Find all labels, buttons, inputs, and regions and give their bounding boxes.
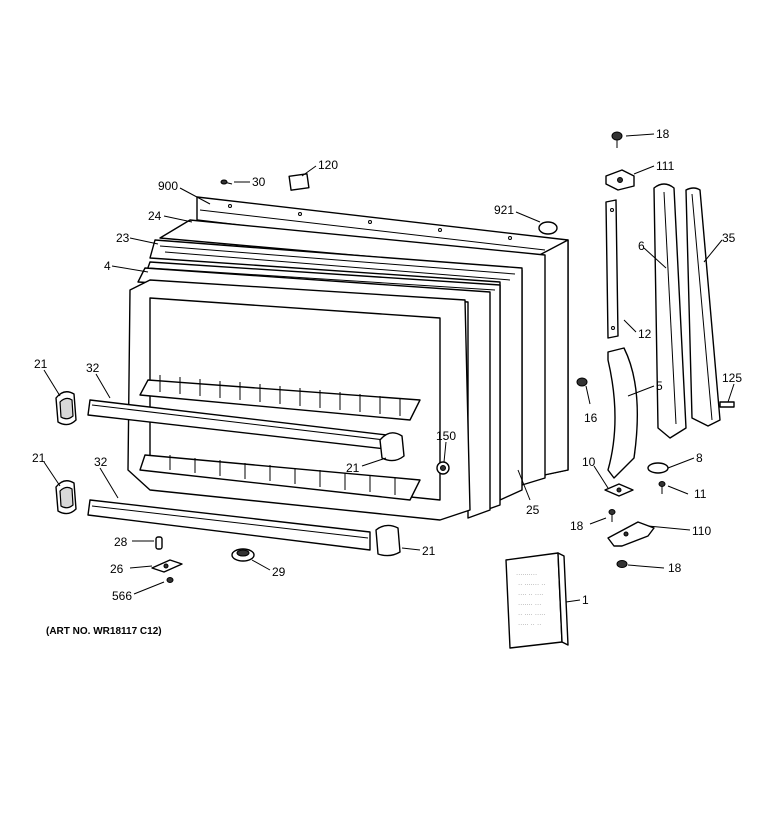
svg-text:.. ....... ..: .. ....... .. xyxy=(518,582,545,586)
screw-30 xyxy=(220,179,233,185)
screw-18-top xyxy=(611,131,623,148)
label-11: 11 xyxy=(694,487,707,501)
label-18-bottom: 18 xyxy=(668,561,682,575)
label-150: 150 xyxy=(436,429,456,443)
svg-text:..........: .......... xyxy=(516,572,537,576)
label-1: 1 xyxy=(582,593,589,607)
label-8: 8 xyxy=(696,451,703,465)
label-110: 110 xyxy=(692,524,711,538)
breaker-strip-4 xyxy=(137,267,491,519)
pin-125 xyxy=(719,401,735,408)
svg-text:....... ...: ....... ... xyxy=(518,602,541,606)
label-4: 4 xyxy=(104,259,111,273)
art-number: (ART NO. WR18117 C12) xyxy=(46,626,162,637)
cover-120 xyxy=(288,173,310,191)
label-120: 120 xyxy=(318,158,338,172)
label-25: 25 xyxy=(526,503,540,517)
label-21-d: 21 xyxy=(422,544,436,558)
end-cap-21-d xyxy=(375,524,401,557)
shelf-bar-32-lower xyxy=(87,499,371,551)
svg-text:.... .. ....: .... .. .... xyxy=(518,592,543,596)
end-cap-21-c xyxy=(379,432,405,462)
end-cap-21-b xyxy=(55,480,77,515)
label-21-b: 21 xyxy=(346,461,360,475)
label-111: 111 xyxy=(656,159,675,173)
label-16: 16 xyxy=(584,411,598,425)
svg-text:.. .... .....: .. .... ..... xyxy=(518,612,545,616)
end-cap-21-a xyxy=(55,391,77,426)
label-10: 10 xyxy=(582,455,596,469)
label-29: 29 xyxy=(272,565,286,579)
label-18-top: 18 xyxy=(656,127,670,141)
washer-8 xyxy=(647,462,669,474)
label-21-a: 21 xyxy=(34,357,48,371)
bearing-10 xyxy=(604,483,634,497)
label-5: 5 xyxy=(656,379,663,393)
label-125: 125 xyxy=(722,371,742,385)
leader-lines xyxy=(43,133,735,603)
screw-16 xyxy=(576,377,588,387)
label-12: 12 xyxy=(638,327,652,341)
label-32-a: 32 xyxy=(86,361,100,375)
label-26: 26 xyxy=(110,562,124,576)
hinge-110 xyxy=(607,521,655,547)
handle-6 xyxy=(653,183,687,439)
label-24: 24 xyxy=(148,209,162,223)
screw-18-bottom xyxy=(616,560,628,568)
screw-566 xyxy=(166,577,174,583)
hinge-strip-12 xyxy=(605,199,619,339)
plug-150 xyxy=(436,461,450,475)
screw-11 xyxy=(658,481,666,494)
pin-28 xyxy=(155,536,163,550)
plug-921 xyxy=(538,221,558,235)
hinge-cover-111 xyxy=(605,169,635,191)
handle-trim-35 xyxy=(685,187,721,427)
label-35: 35 xyxy=(722,231,736,245)
button-29 xyxy=(231,548,255,562)
label-23: 23 xyxy=(116,231,130,245)
label-6: 6 xyxy=(638,239,645,253)
label-28: 28 xyxy=(114,535,128,549)
label-566: 566 xyxy=(112,589,132,603)
owners-manual-1: .......... .. ....... .. .... .. .... ..… xyxy=(505,552,569,649)
label-21-c: 21 xyxy=(32,451,46,465)
label-18-mid: 18 xyxy=(570,519,584,533)
bracket-26 xyxy=(151,559,183,573)
label-921: 921 xyxy=(494,203,514,217)
svg-text:..... .. ..: ..... .. .. xyxy=(518,622,541,626)
label-900: 900 xyxy=(158,179,178,193)
screw-18-mid xyxy=(608,509,616,522)
label-30: 30 xyxy=(252,175,266,189)
door-inner-liner xyxy=(127,279,471,521)
hinge-bracket-5 xyxy=(607,347,639,479)
label-32-b: 32 xyxy=(94,455,108,469)
